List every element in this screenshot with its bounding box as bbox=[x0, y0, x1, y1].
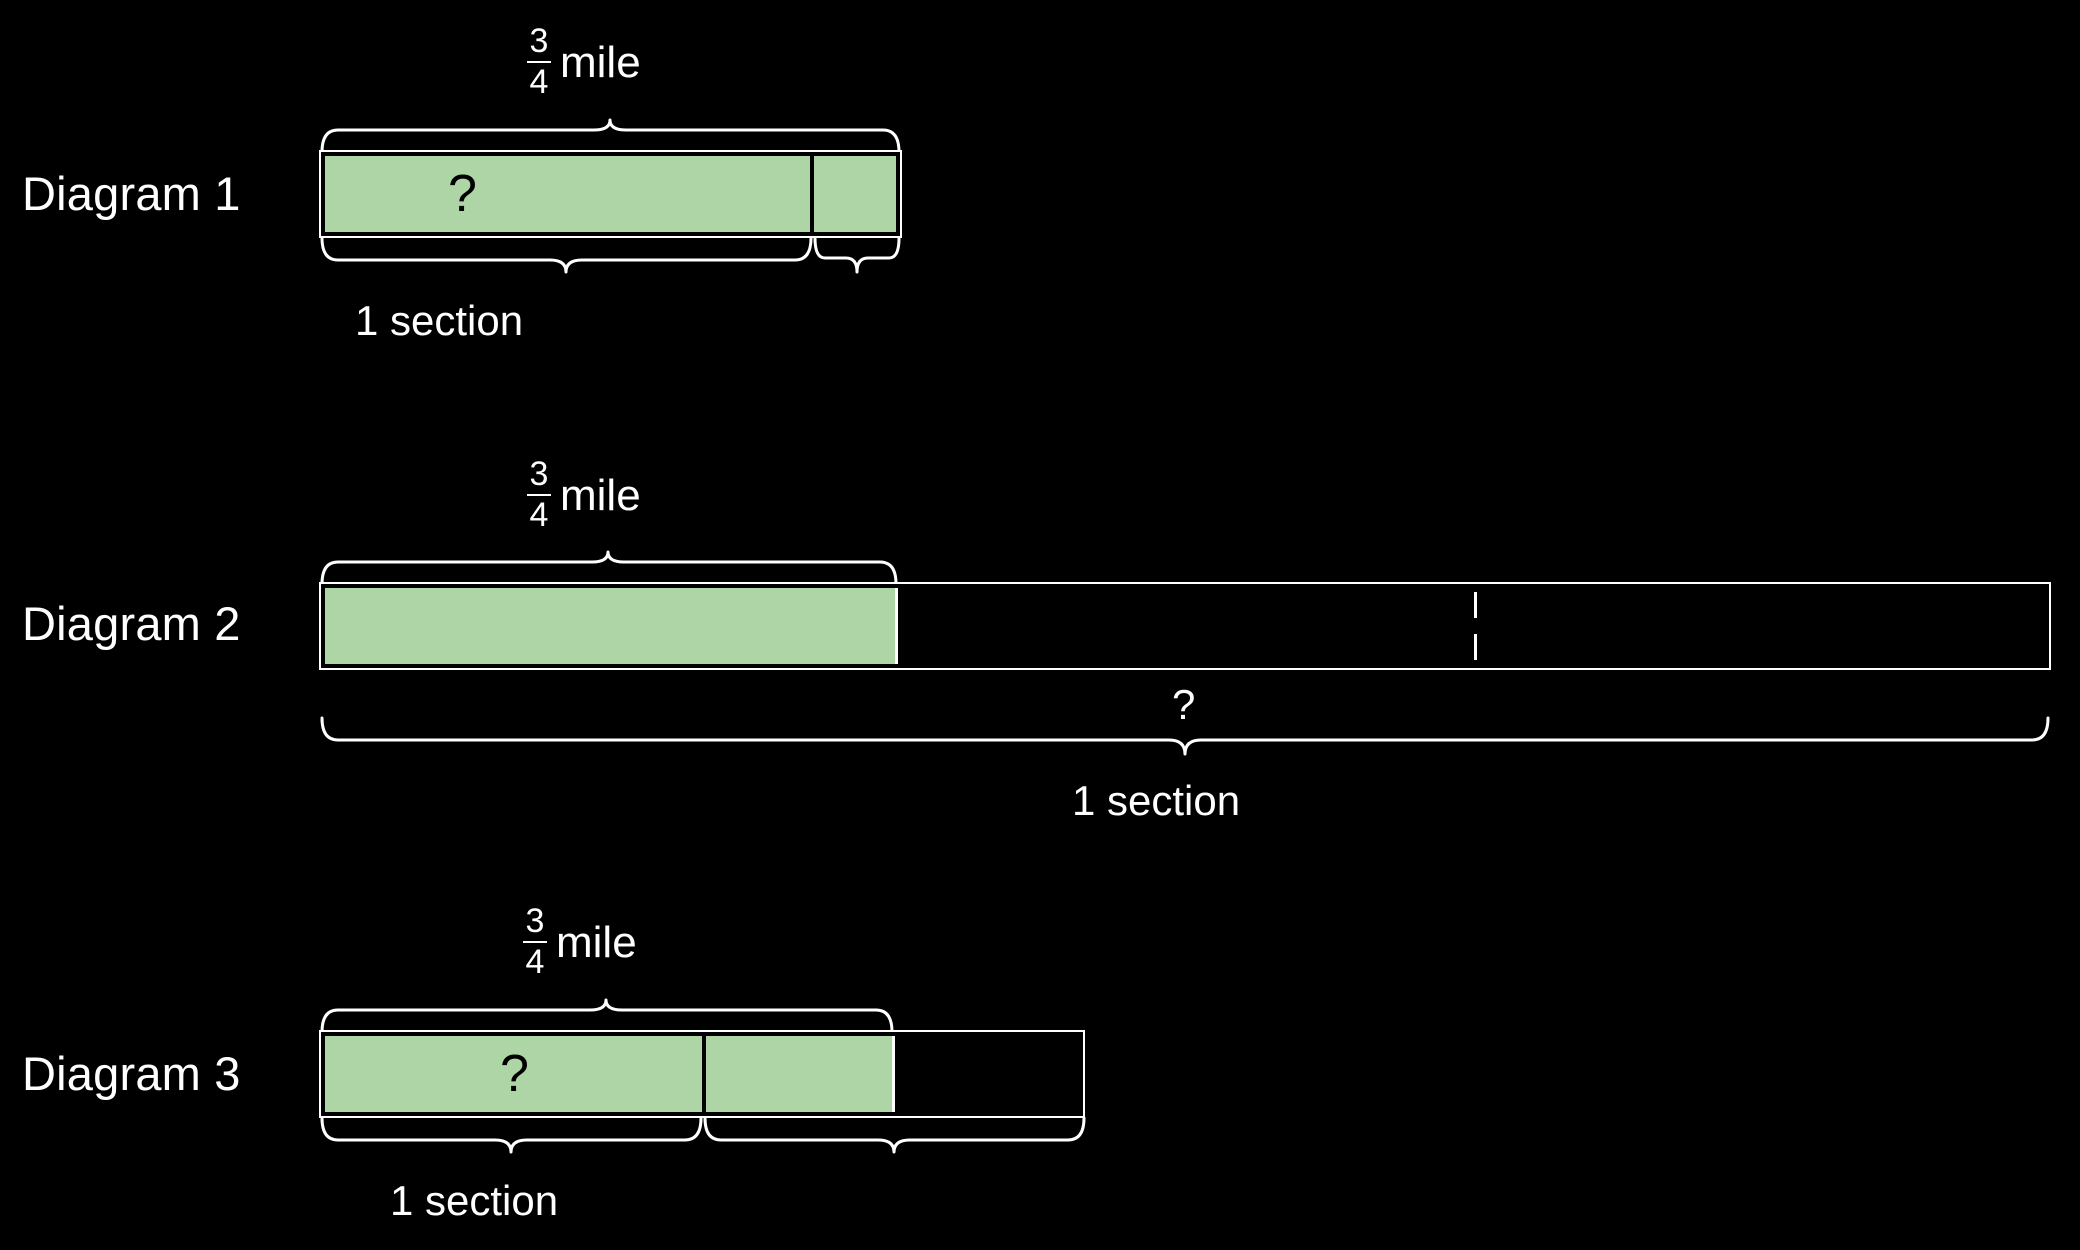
diagram-1-unknown: ? bbox=[448, 165, 477, 223]
fraction-bar bbox=[523, 940, 547, 943]
diagram-1-bottom-brace-remainder bbox=[812, 236, 902, 274]
fraction-unit: mile bbox=[560, 470, 641, 520]
diagram-3-fill-cell-1 bbox=[325, 1036, 702, 1112]
fraction-numerator: 3 bbox=[529, 455, 549, 493]
fraction-bar bbox=[527, 60, 551, 63]
fraction-three-quarters: 3 4 bbox=[527, 457, 551, 532]
diagram-1-top-label: 3 4 mile bbox=[527, 24, 641, 100]
diagram-3-bottom-brace-section bbox=[319, 1116, 704, 1154]
diagram-3-top-label: 3 4 mile bbox=[523, 904, 637, 980]
fraction-unit: mile bbox=[556, 917, 637, 967]
diagram-3-unknown: ? bbox=[500, 1045, 529, 1103]
diagram-1-label: Diagram 1 bbox=[22, 167, 241, 220]
diagram-3-divider bbox=[702, 1036, 706, 1112]
diagram-3-fill-cell-2-partial bbox=[706, 1036, 892, 1112]
fraction-numerator: 3 bbox=[525, 902, 545, 940]
fraction-denominator: 4 bbox=[529, 495, 549, 534]
diagram-2-dashed-marker bbox=[1474, 592, 1477, 660]
diagram-1-fill-cell-2 bbox=[814, 156, 896, 232]
diagram-1-bottom-brace-section bbox=[319, 236, 814, 274]
diagram-2-section-caption: 1 section bbox=[1072, 777, 1241, 824]
diagram-2-green-edge-tick bbox=[895, 588, 898, 664]
diagram-2-top-label: 3 4 mile bbox=[527, 457, 641, 533]
diagram-3-bottom-brace-remainder bbox=[702, 1116, 1087, 1154]
diagram-3-top-brace bbox=[319, 998, 895, 1034]
diagram-2-label: Diagram 2 bbox=[22, 597, 241, 650]
fraction-three-quarters: 3 4 bbox=[523, 904, 547, 979]
diagram-1-fill-cell-1 bbox=[325, 156, 810, 232]
fraction-three-quarters: 3 4 bbox=[527, 24, 551, 99]
fraction-numerator: 3 bbox=[529, 22, 549, 60]
fraction-denominator: 4 bbox=[529, 62, 549, 101]
diagram-2-top-brace bbox=[319, 550, 899, 586]
fraction-denominator: 4 bbox=[525, 942, 545, 981]
fraction-unit: mile bbox=[560, 37, 641, 87]
diagram-3-section-caption: 1 section bbox=[390, 1177, 559, 1224]
diagram-2-unknown: ? bbox=[1172, 681, 1196, 728]
diagram-3-green-edge-tick bbox=[892, 1036, 895, 1112]
diagram-2-fill-green bbox=[325, 588, 895, 664]
diagram-3-label: Diagram 3 bbox=[22, 1047, 241, 1100]
diagram-1-divider bbox=[810, 156, 814, 232]
diagram-2-bottom-brace-section bbox=[319, 716, 2051, 756]
fraction-bar bbox=[527, 493, 551, 496]
diagram-1-top-brace bbox=[319, 118, 902, 154]
diagram-1-section-caption: 1 section bbox=[355, 297, 524, 344]
